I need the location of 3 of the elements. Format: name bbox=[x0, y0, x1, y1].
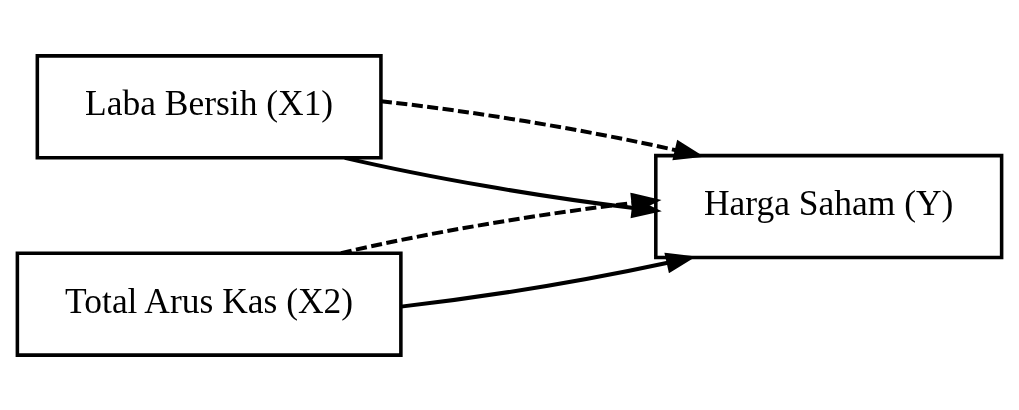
node-box: Harga Saham (Y) bbox=[654, 153, 1004, 259]
node-box: Laba Bersih (X1) bbox=[35, 53, 383, 160]
node-box: Total Arus Kas (X2) bbox=[15, 250, 403, 357]
